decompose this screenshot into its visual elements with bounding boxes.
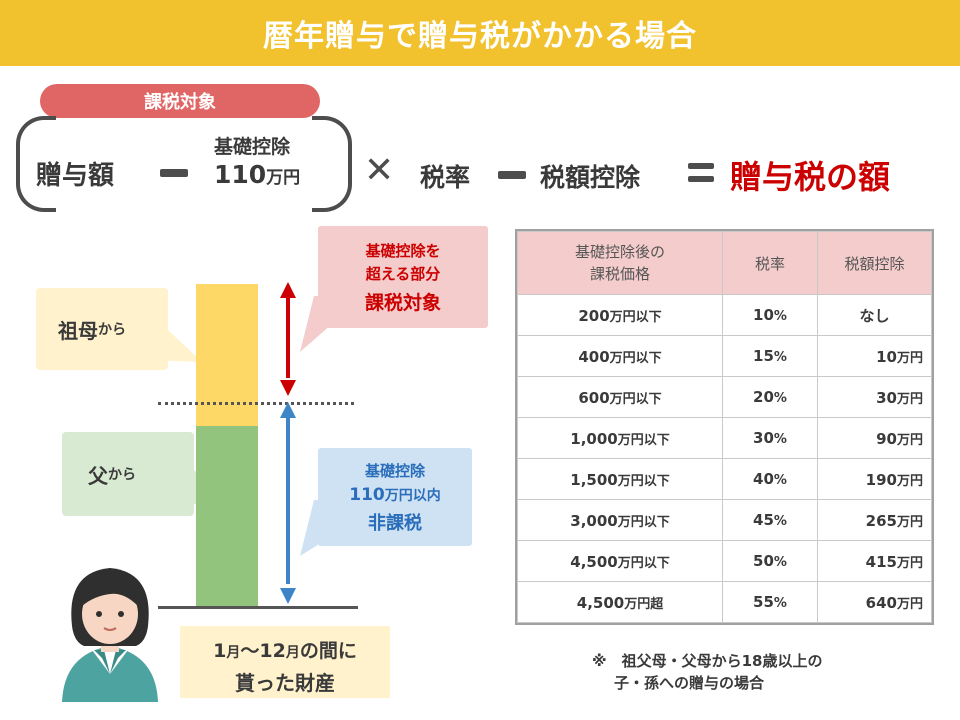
tax-deduction-cell: なし [817,294,932,336]
page-title: 暦年贈与で贈与税がかかる場合 [263,19,697,54]
tax-rate-cell: 15% [722,335,818,377]
tax-deduction-cell: 10万円 [817,335,932,377]
taxable-price-cell: 4,500万円以下 [517,540,723,582]
taxable-price-cell: 1,500万円以下 [517,458,723,500]
tax-rate-cell: 30% [722,417,818,459]
taxable-price-cell: 600万円以下 [517,376,723,418]
minus-sign-2 [498,171,526,179]
father-gift-bar [196,426,258,608]
taxable-note: 基礎控除を 超える部分 課税対象 [318,226,488,328]
header-banner: 暦年贈与で贈与税がかかる場合 [0,0,960,66]
tax-deduction-cell: 30万円 [817,376,932,418]
tax-deduction-cell: 90万円 [817,417,932,459]
equals-sign-bottom [688,176,714,182]
minus-sign [160,169,188,177]
exempt-note: 基礎控除 110万円以内 非課税 [318,448,472,546]
tax-deduction-cell: 415万円 [817,540,932,582]
taxable-price-cell: 3,000万円以下 [517,499,723,541]
header-tax-rate: 税率 [722,231,818,295]
taxable-price-cell: 200万円以下 [517,294,723,336]
taxable-tag: 課税対象 [40,84,320,118]
grandmother-bubble: 祖母から [36,288,168,370]
father-bubble: 父から [62,432,194,516]
basic-deduction-amount: 110万円 [214,160,301,189]
baseline [158,606,358,609]
gift-tax-result: 贈与税の額 [730,158,891,196]
table-header-row: 基礎控除後の 課税価格 税率 税額控除 [517,231,932,295]
multiply-sign: ✕ [364,150,395,191]
taxable-price-cell: 4,500万円超 [517,581,723,623]
taxable-price-cell: 400万円以下 [517,335,723,377]
tax-rate-cell: 20% [722,376,818,418]
tax-rate-cell: 50% [722,540,818,582]
dimension-arrows [280,282,296,604]
grandmother-bubble-tail [150,330,202,362]
tax-rate-label: 税率 [420,163,471,192]
tax-rate-cell: 10% [722,294,818,336]
deduction-threshold-line [158,402,354,405]
basic-deduction-label: 基礎控除 [214,136,291,158]
tax-deduction-label: 税額控除 [540,163,641,192]
taxable-price-cell: 1,000万円以下 [517,417,723,459]
tax-rate-cell: 45% [722,499,818,541]
footnote: ※ 祖父母・父母から18歳以上の 子・孫への贈与の場合 [592,652,823,692]
tax-deduction-cell: 640万円 [817,581,932,623]
header-taxable-price: 基礎控除後の 課税価格 [517,231,723,295]
right-parenthesis [312,116,352,212]
woman-avatar-icon [62,568,158,702]
left-parenthesis [16,116,56,212]
tax-rate-cell: 40% [722,458,818,500]
tax-rate-cell: 55% [722,581,818,623]
equals-sign-top [688,163,714,169]
tax-deduction-cell: 190万円 [817,458,932,500]
property-label: 1月～12月の間に 貰った財産 [180,626,390,698]
header-tax-deduction: 税額控除 [817,231,932,295]
tax-deduction-cell: 265万円 [817,499,932,541]
gift-amount-label: 贈与額 [36,161,115,191]
